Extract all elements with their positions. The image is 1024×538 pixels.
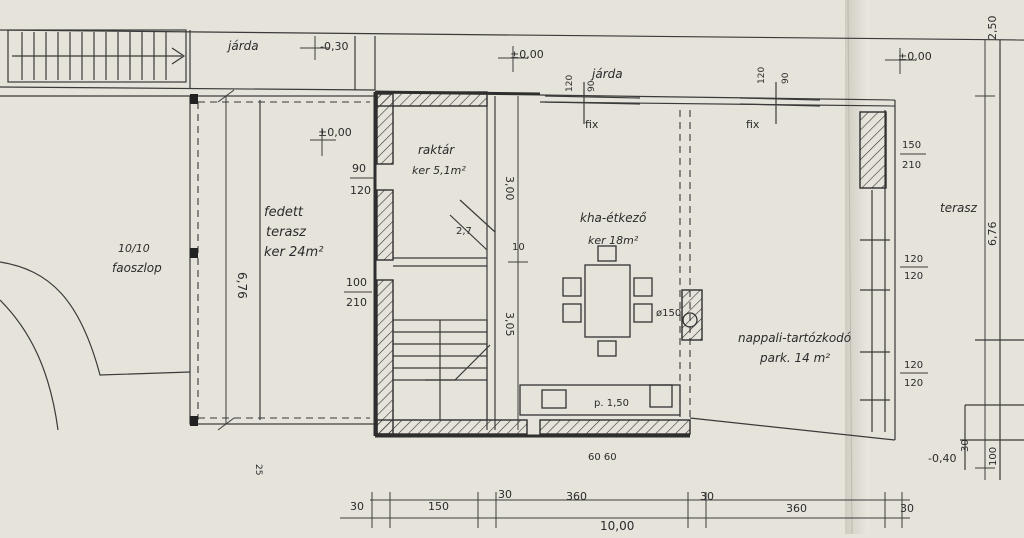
label-terasz-right: terasz <box>940 201 978 215</box>
interior-walls <box>393 94 691 430</box>
label-wall-60-60: 60 60 <box>588 452 617 463</box>
label-bench-note: p. 1,50 <box>594 398 629 409</box>
label-konyha-2: ker 18m² <box>588 234 639 247</box>
outdoor-stair <box>7 29 187 83</box>
label-fedett-2: terasz <box>266 225 307 240</box>
dim-storage-depth: 3,00 <box>503 176 516 201</box>
win-120-120-b-bottom: 120 <box>904 378 923 389</box>
top-windows <box>544 82 821 124</box>
dim-chain-4: 30 <box>700 490 714 503</box>
label-level-top: ±0,00 <box>510 48 544 61</box>
level-marks <box>300 36 915 156</box>
covered-terrace <box>189 94 376 426</box>
dim-chain-1: 150 <box>428 500 449 513</box>
dim-chain-2: 30 <box>498 488 512 501</box>
dim-depth-left: 6,76 <box>235 272 249 299</box>
dim-bottom-right-a: 30 <box>960 439 971 452</box>
dim-chain-5: 360 <box>786 502 807 515</box>
storage-dimension-line <box>508 96 528 430</box>
label-fix-1: fix <box>585 118 599 131</box>
dim-overall-right: 6,76 <box>986 222 999 247</box>
dim-top-right: 2,50 <box>986 16 999 41</box>
garden-arc <box>0 261 191 376</box>
door-100-210-top: 100 <box>346 276 367 289</box>
label-stair-note: 2,7 <box>456 226 472 237</box>
label-nappali-2: park. 14 m² <box>759 351 830 365</box>
door-90-120-top: 90 <box>352 162 366 175</box>
walkway-lines <box>0 29 1024 97</box>
right-structure <box>960 40 1024 480</box>
dim-chain-6: 30 <box>900 502 914 515</box>
dim-mark-25: 25 <box>253 464 263 475</box>
win-120-120-a-bottom: 120 <box>904 271 923 282</box>
label-nappali-1: nappali-tartózkodó <box>738 331 851 345</box>
garden-arc-2 <box>0 299 59 431</box>
win-120-120-b-top: 120 <box>904 360 923 371</box>
left-depth-dimension <box>217 89 235 431</box>
kitchen-counter <box>519 312 698 416</box>
label-fedett-3: ker 24m² <box>264 245 323 260</box>
right-dimension-line <box>975 40 995 480</box>
hatched-walls <box>376 91 887 435</box>
paper-fold-line <box>847 0 853 535</box>
label-faoszlop-size: 10/10 <box>118 242 150 255</box>
dim-chain-0: 30 <box>350 500 364 513</box>
dim-room-depth: 3,05 <box>503 312 516 337</box>
dim-bottom-right-b: 100 <box>988 447 999 466</box>
label-jarda-right: járda <box>590 67 623 81</box>
door-90-120-bottom: 120 <box>350 184 371 197</box>
label-level-right-top: ±0,00 <box>898 50 932 63</box>
dim-overall-width: 10,00 <box>600 519 634 533</box>
label-level-m030: -0,30 <box>320 40 348 53</box>
door-100-210-bottom: 210 <box>346 296 367 309</box>
label-jarda-left: járda <box>226 39 259 53</box>
interior-stair <box>392 199 496 421</box>
label-chimney-note: ø150 <box>656 308 681 319</box>
label-fedett-1: fedett <box>264 205 304 220</box>
label-level-bottom-right: -0,40 <box>928 452 956 465</box>
label-fix-2: fix <box>746 118 760 131</box>
win-120-120-a-top: 120 <box>904 254 923 265</box>
label-raktar-area: ker 5,1m² <box>412 164 466 177</box>
right-windows <box>860 190 890 432</box>
win-150-210-top: 150 <box>902 140 921 151</box>
win-b-bottom: 90 <box>781 72 791 84</box>
dim-mark-10: 10 <box>512 242 525 253</box>
label-raktar-name: raktár <box>418 143 455 157</box>
win-a-top: 120 <box>565 75 575 92</box>
dining-table <box>562 245 653 357</box>
label-faoszlop-name: faoszlop <box>112 261 162 275</box>
win-b-top: 120 <box>757 67 767 84</box>
win-a-bottom: 90 <box>587 80 597 92</box>
dim-chain-3: 360 <box>566 490 587 503</box>
label-level-terrace: ±0,00 <box>318 126 352 139</box>
label-konyha-1: kha-étkező <box>580 211 647 225</box>
bottom-dimension-chain <box>340 492 910 528</box>
win-150-210-bottom: 210 <box>902 160 921 171</box>
